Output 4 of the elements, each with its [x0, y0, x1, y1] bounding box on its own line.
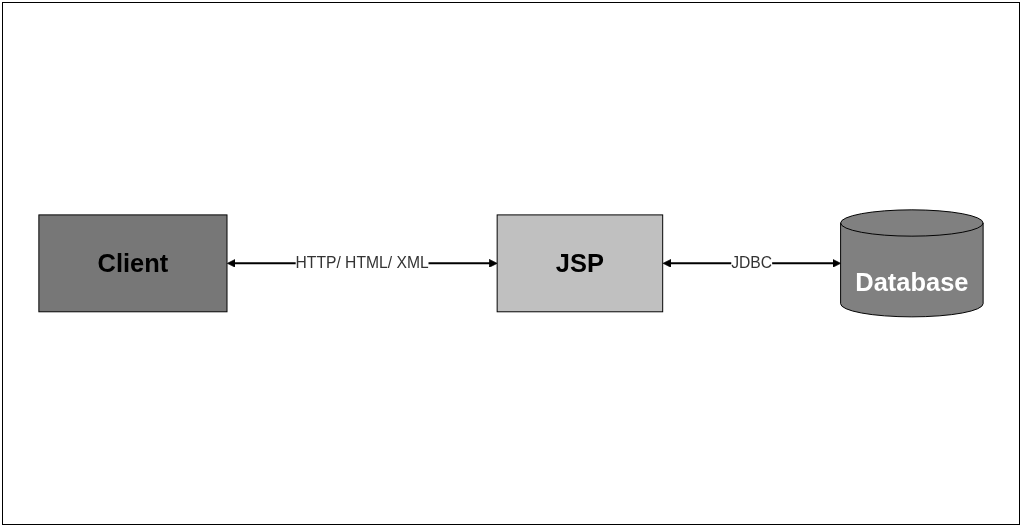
edge-label: HTTP/ HTML/ XML — [295, 254, 429, 272]
node-box: JSP — [496, 214, 664, 313]
edge-label: JDBC — [731, 254, 773, 272]
node-box: Client — [38, 214, 228, 313]
